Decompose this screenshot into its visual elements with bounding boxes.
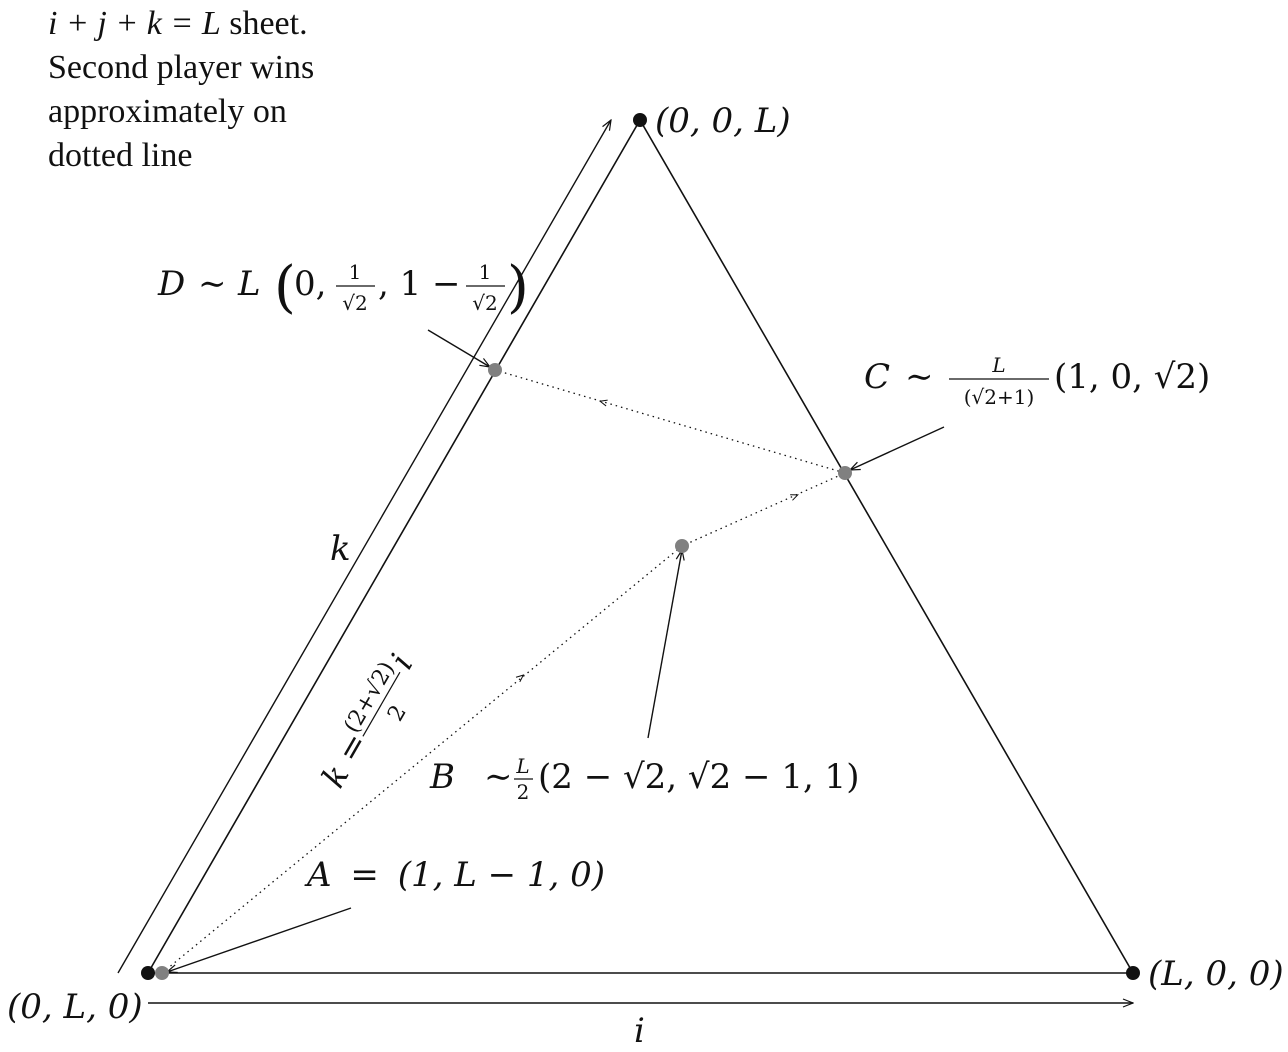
label-c-frac-num: L [991,353,1005,377]
caption-equation: i + j + k = L [48,5,221,42]
vertex-label-bottom-right: (L, 0, 0) [1148,954,1284,994]
label-b-value: (2 − √2, √2 − 1, 1) [538,757,859,797]
label-c-name: C [864,357,890,397]
vertex-label-top: (0, 0, L) [655,101,791,141]
label-a: A = (1, L − 1, 0) [304,855,605,895]
label-d-first: 0, [294,264,326,304]
dotted-arrow-cd [598,399,608,407]
label-d-relation: ∼ [198,264,227,304]
label-d-close-paren: ) [507,255,529,320]
caption: i + j + k = L sheet. Second player wins … [48,2,388,178]
label-c-relation: ∼ [905,357,934,397]
label-d-frac1-num: 1 [349,260,362,284]
point-a [155,966,169,980]
caption-line-1: i + j + k = L sheet. [48,2,388,46]
label-b: B ∼ L 2 (2 − √2, √2 − 1, 1) [429,754,859,804]
label-c: C ∼ L (√2+1) (1, 0, √2) [864,353,1210,409]
dotted-arrow-ab [515,674,525,683]
svg-text:A = (1, L − 1, 0): A = (1, L − 1, 0) [304,855,605,895]
annotation-arrow-b [647,550,682,739]
label-d-prefix: L [237,264,261,304]
label-b-name: B [429,757,455,797]
point-d [488,363,502,377]
line-equation: k = (2+√2) 2 i [314,647,421,794]
label-c-frac-den: (√2+1) [964,385,1035,409]
label-b-relation: ∼ [484,757,513,797]
point-c [838,466,852,480]
label-d-frac1-den: √2 [342,291,367,315]
annotation-arrow-a [167,907,352,972]
triangle-side-right [639,119,1134,974]
annotation-arrow-c [850,426,945,470]
label-d-name: D [157,264,185,304]
label-d-frac2-den: √2 [472,291,497,315]
dotted-arrow-bc [790,494,799,501]
line-eq-lhs: k = [314,726,375,794]
label-d: D ∼ L ( 0, 1 √2 , 1 − 1 √2 ) [157,255,529,320]
k-axis-arrow [117,120,611,974]
vertex-dot-top [633,113,647,127]
label-c-value: (1, 0, √2) [1054,357,1210,397]
annotation-arrow-d [427,329,490,367]
caption-line-2: Second player wins [48,49,315,86]
vertex-dot-bottom-left [141,966,155,980]
triangle-side-left [147,119,641,974]
label-b-frac-den: 2 [517,780,530,804]
label-a-relation: = [350,855,379,895]
label-d-frac2-num: 1 [479,260,492,284]
line-eq-den: 2 [383,701,412,726]
label-a-name: A [304,855,332,895]
label-a-value: (1, L − 1, 0) [398,855,605,895]
label-b-frac-num: L [515,754,529,778]
label-d-open-paren: ( [274,255,296,320]
caption-equation-suffix: sheet. [220,5,308,42]
point-b [675,539,689,553]
i-axis-label: i [634,1011,645,1051]
caption-line-4: dotted line [48,137,193,174]
label-d-mid: , 1 − [378,264,461,304]
k-axis-label: k [330,529,351,569]
caption-line-3: approximately on [48,93,287,130]
vertex-label-bottom-left: (0, L, 0) [7,987,143,1027]
line-eq-bar [362,671,401,737]
dotted-path [161,369,847,974]
vertex-dot-bottom-right [1126,966,1140,980]
